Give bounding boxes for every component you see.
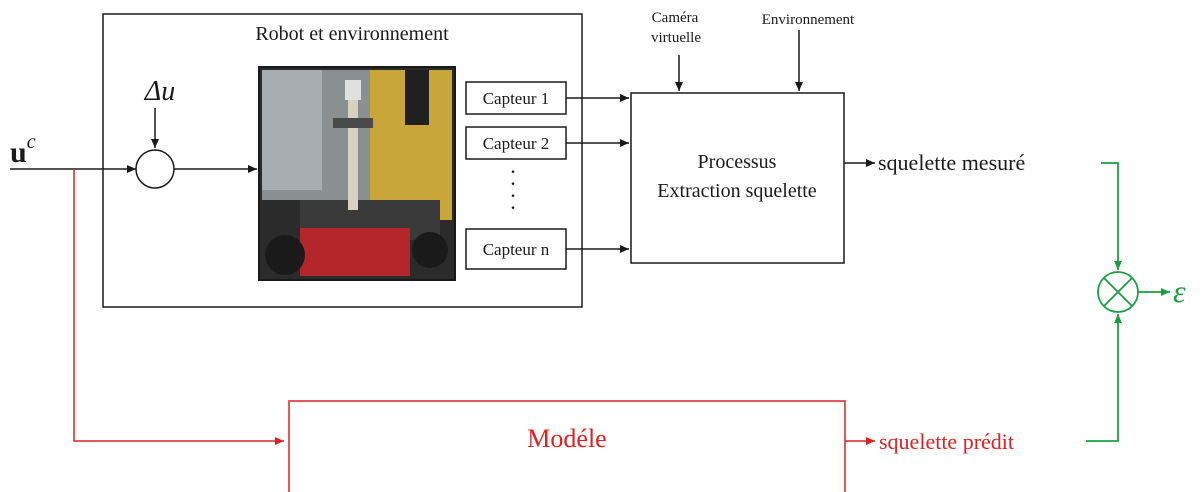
camera-input-label-l2: virtuelle xyxy=(651,30,701,46)
predicted-skeleton-label: squelette prédit xyxy=(879,429,1014,454)
sensor-ellipsis: ···· xyxy=(509,159,516,220)
robot-environment-title: Robot et environnement xyxy=(255,23,449,45)
control-input-label: uc xyxy=(10,131,36,169)
comparator-icon xyxy=(1097,271,1139,313)
environment-input-label: Environnement xyxy=(762,12,855,28)
process-label-line1: Processus xyxy=(698,151,777,173)
process-label-line2: Extraction squelette xyxy=(657,180,817,202)
sensor-1-label: Capteur 1 xyxy=(483,89,550,108)
camera-input-label-l1: Caméra xyxy=(652,10,699,26)
error-label: ε xyxy=(1173,273,1186,309)
measured-to-comparator-wire xyxy=(1101,162,1122,270)
sensor-2-label: Capteur 2 xyxy=(483,134,550,153)
model-box xyxy=(288,400,846,492)
predicted-to-comparator-wire xyxy=(1086,314,1122,442)
control-input-superscript: c xyxy=(27,131,36,153)
model-label: Modéle xyxy=(527,424,606,453)
robot-photo xyxy=(258,66,456,281)
process-box xyxy=(630,92,845,264)
control-to-model-wire xyxy=(73,169,284,445)
summing-junction xyxy=(135,149,175,189)
measured-skeleton-label: squelette mesuré xyxy=(878,150,1025,175)
sensor-n-label: Capteur n xyxy=(483,240,550,259)
perturbation-label: Δu xyxy=(144,76,175,107)
robot-environment-box xyxy=(102,13,583,308)
